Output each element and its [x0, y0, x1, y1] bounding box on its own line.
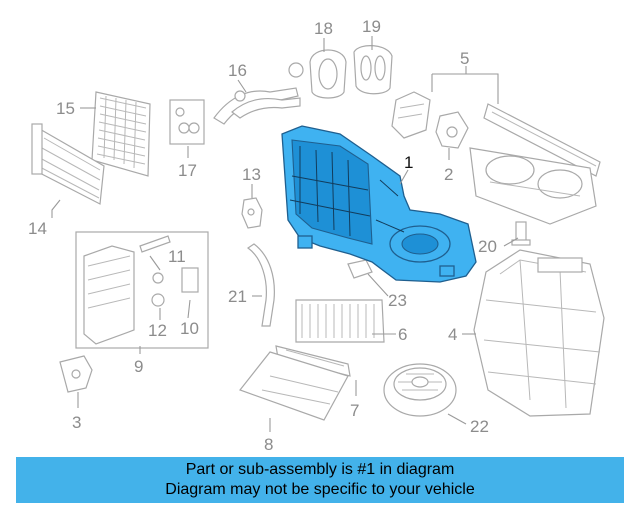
part-5-housing[interactable]: [469, 147, 597, 225]
callout-12: 12: [148, 321, 167, 340]
callout-2: 2: [444, 165, 453, 184]
part-21-drain-hose[interactable]: [246, 243, 275, 327]
callout-23: 23: [388, 291, 407, 310]
part-17-clips[interactable]: [169, 99, 205, 145]
callout-4: 4: [448, 325, 457, 344]
part-20-screw[interactable]: [511, 221, 531, 246]
part-14-heater-core[interactable]: [31, 123, 105, 205]
callout-14: 14: [28, 219, 47, 238]
part-2-actuator[interactable]: [435, 111, 469, 149]
callout-10: 10: [180, 319, 199, 338]
callout-20: 20: [478, 237, 497, 256]
callout-3: 3: [72, 413, 81, 432]
callout-8: 8: [264, 435, 273, 454]
part-3-bracket[interactable]: [59, 355, 93, 393]
part-5-actuator[interactable]: [391, 91, 601, 177]
leader-lines: [51, 36, 519, 432]
part-18-seal[interactable]: [309, 49, 347, 99]
part-22-blower-motor[interactable]: [383, 363, 457, 417]
callout-15: 15: [56, 99, 75, 118]
callout-22: 22: [470, 417, 489, 436]
part-11-bolt[interactable]: [139, 235, 171, 253]
callout-7: 7: [350, 401, 359, 420]
part-8-cover[interactable]: [239, 351, 349, 421]
callout-18: 18: [314, 19, 333, 38]
callout-6: 6: [398, 325, 407, 344]
part-6-cabin-filter[interactable]: [295, 299, 385, 343]
banner-line-2: Diagram may not be specific to your vehi…: [165, 481, 475, 498]
callout-9: 9: [134, 357, 143, 376]
callout-5: 5: [460, 49, 469, 68]
callout-21: 21: [228, 287, 247, 306]
part-4-housing[interactable]: [473, 249, 605, 417]
part-19-seal[interactable]: [353, 45, 393, 95]
part-15-evaporator-core[interactable]: [91, 91, 151, 177]
part-10-valve[interactable]: [181, 267, 199, 293]
callout-16: 16: [228, 61, 247, 80]
part-13-bracket[interactable]: [241, 197, 263, 229]
banner-line-1: Part or sub-assembly is #1 in diagram: [185, 461, 455, 478]
part-12-oring[interactable]: [151, 272, 165, 307]
callout-13: 13: [242, 165, 261, 184]
callout-19: 19: [362, 17, 381, 36]
part-23-sensor[interactable]: [347, 259, 373, 279]
callout-1: 1: [404, 153, 413, 172]
parts-diagram: 1 2 3 4 5 6 7 8 9 10 11 12 13 14 15 16 1…: [28, 17, 605, 454]
callout-17: 17: [178, 161, 197, 180]
part-9-evaporator-box[interactable]: [75, 231, 209, 349]
part-16-hoses[interactable]: [213, 62, 304, 125]
callout-11: 11: [168, 247, 186, 266]
part-1-housing-highlighted[interactable]: [281, 125, 477, 283]
disclaimer-banner: Part or sub-assembly is #1 in diagram Di…: [16, 457, 624, 503]
